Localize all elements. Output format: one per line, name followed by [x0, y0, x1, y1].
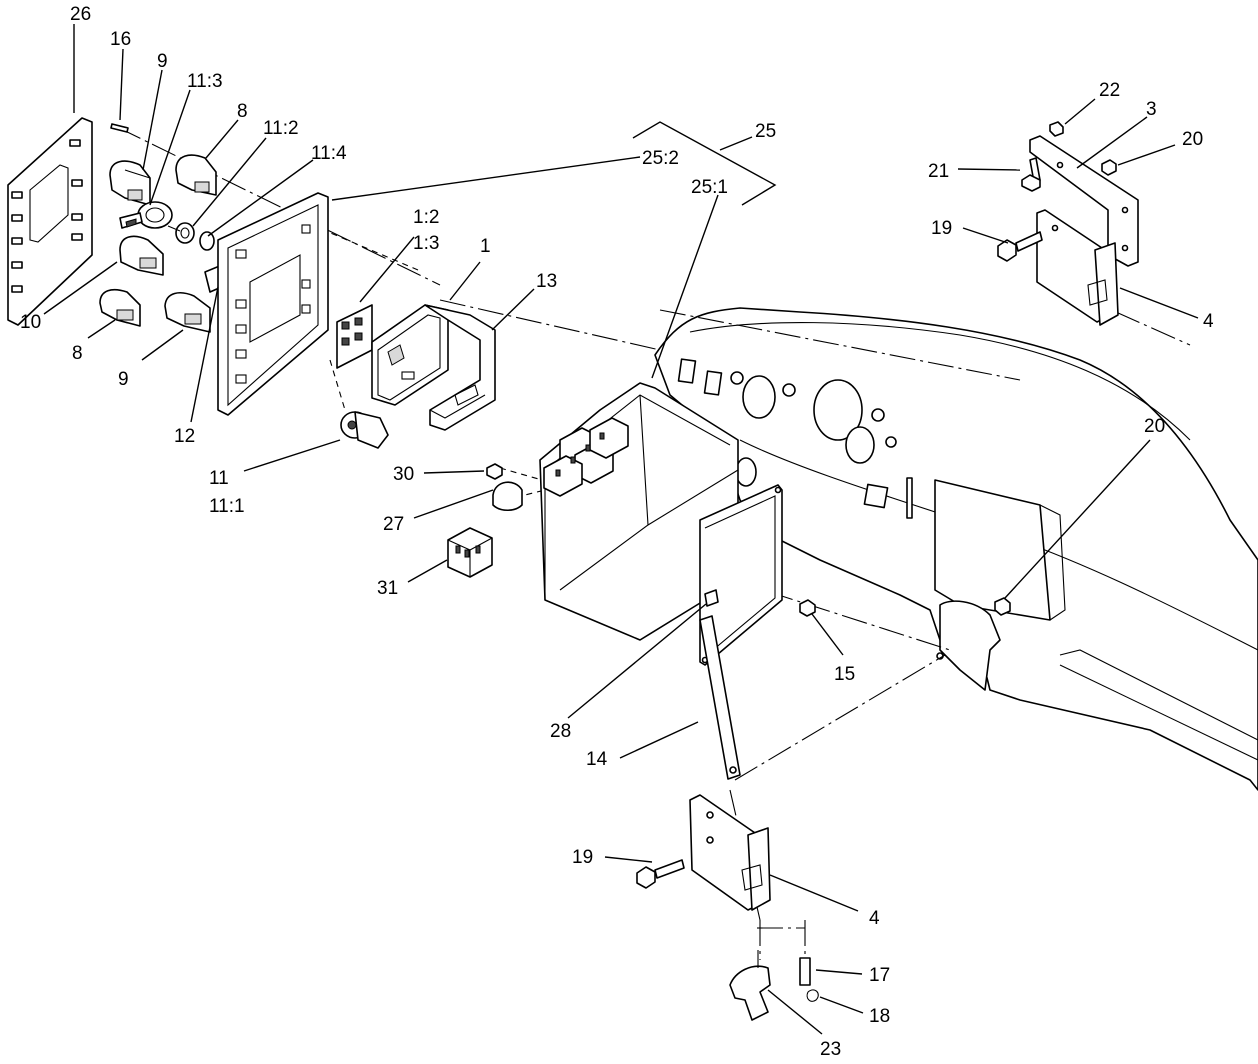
callout-18: 18 — [869, 1006, 890, 1027]
dashboard-console — [654, 307, 1258, 791]
part-25-1-electrical-box — [539, 382, 739, 641]
callout-8: 8 — [237, 101, 248, 122]
leader-lines — [43, 24, 1199, 1035]
callout-25-1: 25:1 — [691, 177, 728, 198]
part-30-nut — [486, 463, 503, 480]
part-25-cover-plate — [699, 484, 783, 666]
part-4-upper-bracket — [1036, 209, 1119, 326]
part-19-bolt-upper — [997, 231, 1043, 262]
callout-3: 3 — [1146, 99, 1157, 120]
part-27-cap — [492, 481, 523, 512]
part-25-2-mounting-plate — [217, 192, 329, 416]
callout-25-bracket — [632, 121, 777, 206]
callout-30: 30 — [393, 464, 414, 485]
callout-23: 23 — [820, 1039, 841, 1060]
callout-20: 20 — [1182, 129, 1203, 150]
callout-22: 22 — [1099, 80, 1120, 101]
callout-13: 13 — [536, 271, 557, 292]
callout-19: 19 — [931, 218, 952, 239]
callout-25-2: 25:2 — [642, 148, 679, 169]
part-13-bracket — [424, 304, 496, 431]
part-18-clip — [806, 989, 819, 1002]
callout-11: 11 — [209, 468, 229, 489]
part-23-knob — [729, 950, 771, 1021]
part-1-control-module — [371, 304, 449, 406]
part-31-relay — [447, 527, 493, 578]
part-15-bolt — [799, 599, 816, 617]
switch-components — [99, 123, 227, 333]
callout-9: 9 — [157, 51, 168, 72]
callout-12: 12 — [174, 426, 195, 447]
part-19-bolt-lower — [636, 859, 685, 889]
callout-11-3: 11:3 — [187, 71, 223, 92]
callout-28: 28 — [550, 721, 571, 742]
callout-20: 20 — [1144, 416, 1165, 437]
part-3-upper-bracket — [1029, 135, 1139, 267]
callout-21: 21 — [928, 161, 949, 182]
callout-31: 31 — [377, 578, 398, 599]
callout-labels: 26 16 9 11:3 8 11:2 11:4 10 8 9 12 11 11… — [20, 4, 1214, 1060]
callout-11-2: 11:2 — [263, 118, 299, 139]
callout-4: 4 — [869, 908, 880, 929]
part-28-bolt — [704, 589, 719, 607]
callout-11-4: 11:4 — [311, 143, 347, 164]
callout-1-3: 1:3 — [413, 233, 439, 254]
part-22-nut — [1049, 121, 1064, 137]
part-11-ignition-switch — [340, 411, 389, 449]
callout-4: 4 — [1203, 311, 1214, 332]
part-4-lower-bracket — [689, 794, 771, 911]
assembly-centerlines — [116, 126, 1191, 960]
callout-25: 25 — [755, 121, 776, 142]
callout-10: 10 — [20, 312, 41, 333]
callout-1-2: 1:2 — [413, 207, 439, 228]
callout-9: 9 — [118, 369, 129, 390]
part-1-2-decal — [336, 304, 373, 369]
callout-17: 17 — [869, 965, 890, 986]
callout-14: 14 — [586, 749, 608, 770]
callout-27: 27 — [383, 514, 404, 535]
part-17-pin — [799, 957, 811, 986]
callout-26: 26 — [70, 4, 91, 25]
part-21-bolt — [1021, 157, 1041, 192]
part-20-nut-lower — [994, 597, 1011, 616]
callout-11-1: 11:1 — [209, 496, 245, 517]
callout-19: 19 — [572, 847, 593, 868]
callout-8: 8 — [72, 343, 83, 364]
callout-16: 16 — [110, 29, 131, 50]
callout-15: 15 — [834, 664, 855, 685]
part-14-support-rod — [699, 615, 741, 780]
part-20-nut-upper — [1101, 159, 1117, 176]
callout-1: 1 — [480, 236, 491, 257]
part-26-panel — [7, 117, 93, 326]
